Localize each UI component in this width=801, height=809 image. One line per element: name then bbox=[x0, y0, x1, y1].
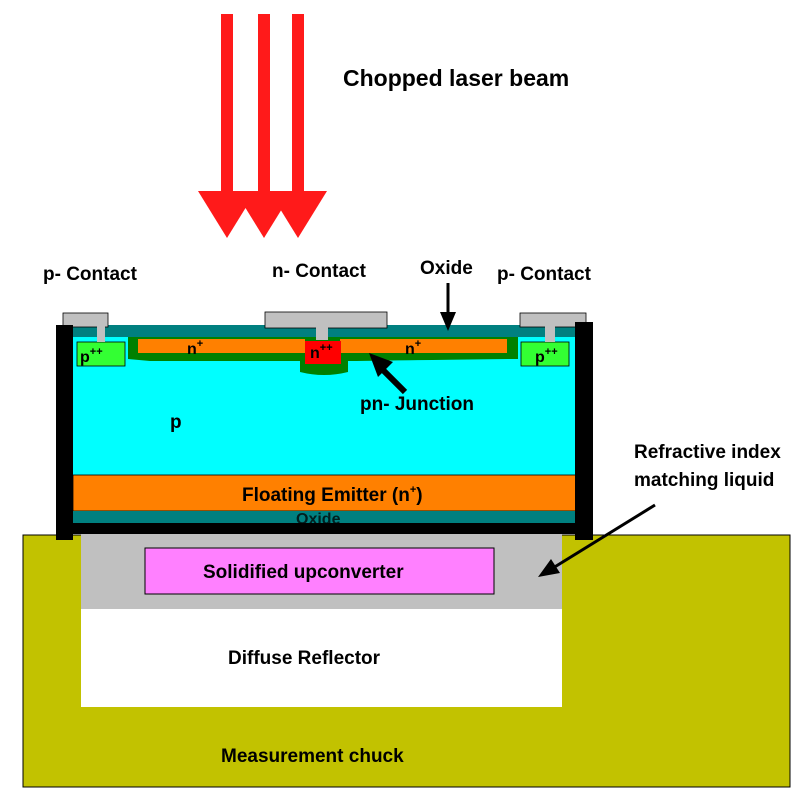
p-plusplus-left bbox=[76, 341, 126, 367]
p-plusplus-right bbox=[520, 341, 570, 367]
pn-junction-arrow bbox=[369, 353, 408, 395]
n-plus-label-left: n+ bbox=[187, 338, 203, 358]
n-contact-label: n- Contact bbox=[272, 261, 367, 282]
measurement-chuck-label: Measurement chuck bbox=[221, 746, 404, 767]
p-contact-right bbox=[519, 312, 587, 342]
n-plus-emitter-left bbox=[138, 339, 305, 353]
p-contact-left bbox=[62, 312, 109, 342]
n-plus-emitter-right bbox=[340, 339, 507, 353]
solidified-upconverter bbox=[144, 547, 495, 595]
oxide-bottom bbox=[73, 511, 578, 523]
laser-arrow-3 bbox=[269, 14, 327, 238]
p-contact-right-label: p- Contact bbox=[497, 264, 592, 285]
laser-beam-label: Chopped laser beam bbox=[343, 65, 569, 91]
refractive-index-label-line1: Refractive index bbox=[634, 442, 781, 463]
diffuse-reflector-label: Diffuse Reflector bbox=[228, 648, 381, 669]
oxide-arrow bbox=[440, 283, 456, 331]
laser-beam bbox=[198, 14, 327, 238]
p-region-label: p bbox=[170, 412, 182, 433]
floating-emitter-label: Floating Emitter (n+) bbox=[242, 484, 423, 506]
refractive-index-label-line2: matching liquid bbox=[634, 470, 774, 491]
oxide-top-label: Oxide bbox=[420, 258, 473, 279]
pn-junction-label: pn- Junction bbox=[360, 394, 474, 415]
p-plusplus-label-right: p++ bbox=[535, 346, 558, 366]
n-plus-label-right: n+ bbox=[405, 338, 421, 358]
upconverter-label: Solidified upconverter bbox=[203, 562, 404, 583]
n-plusplus-region bbox=[305, 341, 341, 364]
p-plusplus-label-left: p++ bbox=[80, 346, 103, 366]
n-contact bbox=[264, 311, 388, 340]
floating-emitter bbox=[72, 474, 579, 512]
frame-bottom bbox=[56, 523, 593, 534]
p-contact-left-label: p- Contact bbox=[43, 264, 138, 285]
laser-arrow-1 bbox=[198, 14, 256, 238]
frame-right bbox=[575, 322, 593, 540]
refractive-index-arrow bbox=[538, 503, 656, 577]
oxide-bottom-label: Oxide bbox=[296, 511, 341, 528]
n-plusplus-label: n++ bbox=[310, 342, 333, 362]
diffuse-reflector bbox=[81, 603, 562, 707]
frame-left bbox=[56, 325, 73, 540]
